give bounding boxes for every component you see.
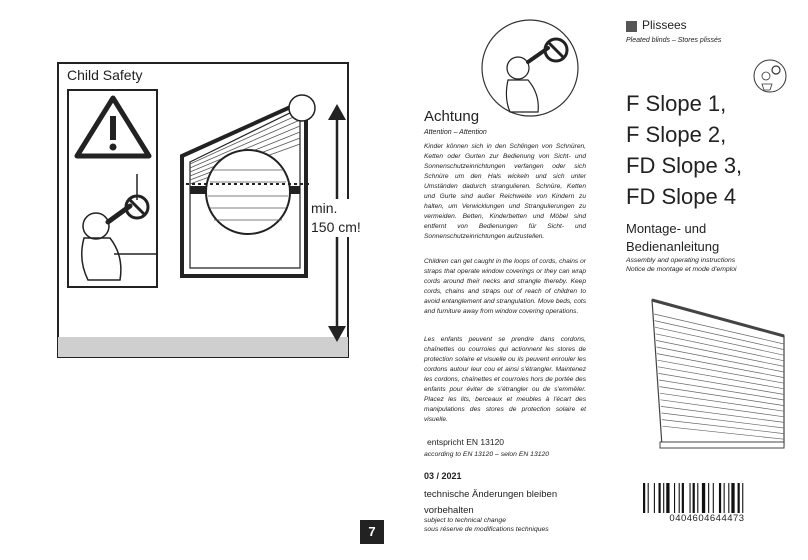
technical-change-note: technische Änderungen bleiben vorbehalte… [424,487,594,519]
brand-square-icon [626,21,637,32]
model-name: F Slope 1, [626,91,727,116]
manual-title-line2: Bedienanleitung [626,239,720,254]
floor-strip [58,337,348,357]
brand-subtitle: Pleated blinds – Stores plissés [626,37,722,44]
min-height-line2: 150 cm! [311,219,361,235]
child-safety-title: Child Safety [67,67,143,83]
manual-title-line1: Montage- und [626,221,707,236]
technical-change-sub: subject to technical change sous réserve… [424,516,549,534]
technical-change-line2: vorbehalten [424,505,474,516]
manual-subtitle-en: Assembly and operating instructions [626,257,736,264]
model-name: FD Slope 4 [626,184,737,209]
manual-subtitle-fr: Notice de montage et mode d'emploi [626,266,737,273]
min-height-line1: min. [311,200,338,216]
standard-compliance-sub: according to EN 13120 – selon EN 13120 [424,451,550,458]
technical-change-line1: technische Änderungen bleiben [424,489,558,500]
warning-text-de: Kinder können sich in den Schlingen von … [424,143,586,240]
standard-compliance: entspricht EN 13120 [427,437,505,447]
barcode-number: 0404604644473 [669,513,745,524]
warning-text-en: Children can get caught in the loops of … [424,258,586,315]
manual-title: Montage- und Bedienanleitung [626,220,719,256]
warning-triangle-icon [74,95,152,159]
model-list: F Slope 1, F Slope 2, FD Slope 3, FD Slo… [626,88,742,212]
child-cord-icon [81,174,156,281]
pleated-blind-illustration [651,298,785,449]
technical-change-sub1: subject to technical change [424,517,506,524]
edition-date: 03 / 2021 [424,471,462,481]
barcode [643,483,744,513]
attention-heading: Achtung [424,108,480,125]
window-illustration [180,94,316,278]
warning-panel [67,89,158,288]
page-number: 7 [360,520,384,544]
warning-text-fr: Les enfants peuvent se prendre dans cord… [424,336,586,423]
technical-change-sub2: sous réserve de modifications techniques [424,526,549,533]
model-name: FD Slope 3, [626,153,743,178]
child-safety-badge-icon [753,59,787,93]
manual-subtitle: Assembly and operating instructions Noti… [626,256,737,274]
attention-subheading: Attention – Attention [424,129,487,136]
model-name: F Slope 2, [626,122,727,147]
min-height-label: min. 150 cm! [311,199,361,237]
child-pulling-cord-icon [481,19,579,117]
brand-title: Plissees [642,18,687,32]
